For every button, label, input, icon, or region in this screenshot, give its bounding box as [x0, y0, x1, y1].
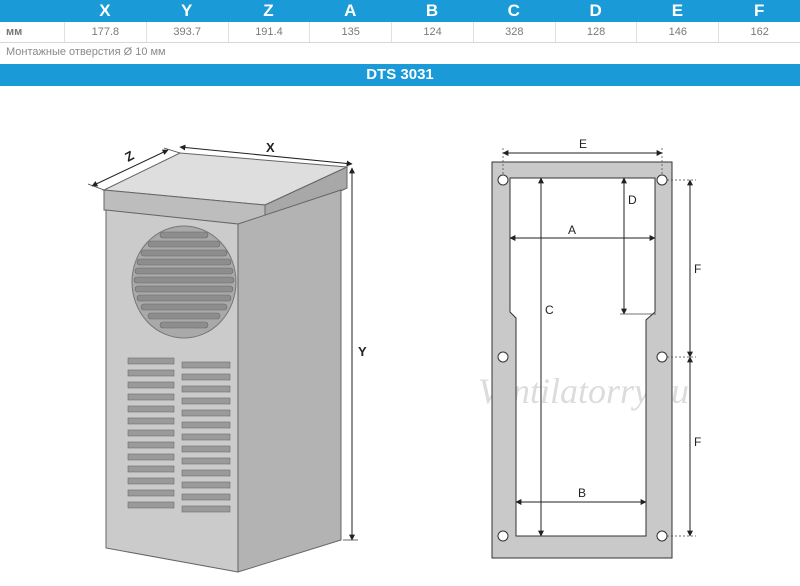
dimension-header-row: X Y Z A B C D E F: [0, 0, 800, 22]
dimension-values-row: мм 177.8 393.7 191.4 135 124 328 128 146…: [0, 22, 800, 43]
dimension-line-z: [91, 149, 169, 187]
panel-frame: [491, 161, 673, 559]
value-b: 124: [391, 22, 473, 42]
label-f-upper: F: [694, 262, 701, 276]
header-cell-a: A: [344, 1, 357, 20]
cabinet-drawing: Z X Y: [87, 140, 367, 573]
header-cell-y: Y: [181, 1, 193, 20]
mounting-hole-top-left: [497, 174, 509, 186]
label-c: C: [545, 303, 554, 317]
value-a: 135: [309, 22, 391, 42]
value-c: 328: [472, 22, 555, 42]
unit-label: мм: [6, 26, 23, 38]
value-f: 162: [718, 22, 800, 42]
header-cell-e: E: [671, 1, 684, 20]
mounting-hole-top-right: [656, 174, 668, 186]
fan-grille-slots: [133, 231, 235, 329]
panel-drawing: E A D C B F F: [491, 137, 701, 559]
header-cell-z: Z: [263, 1, 274, 20]
cabinet-side-face: [237, 189, 342, 573]
model-title-bar: DTS 3031: [0, 64, 800, 86]
header-cell-c: C: [507, 1, 520, 20]
label-d: D: [628, 193, 637, 207]
mounting-holes-note: Монтажные отверстия Ø 10 мм: [6, 46, 166, 58]
mounting-hole-bottom-left: [497, 530, 509, 542]
value-e: 146: [636, 22, 718, 42]
header-cell-b: B: [425, 1, 439, 20]
value-y: 393.7: [145, 22, 228, 42]
label-z: Z: [122, 148, 136, 165]
header-cell-x: X: [99, 1, 111, 20]
header-cell-d: D: [589, 1, 602, 20]
value-x: 177.8: [64, 22, 146, 42]
label-x: X: [266, 140, 275, 155]
label-a: A: [568, 223, 576, 237]
mounting-hole-mid-right: [656, 351, 668, 363]
mounting-hole-bottom-right: [656, 530, 668, 542]
value-d: 128: [554, 22, 637, 42]
dimension-line-x: [179, 144, 353, 167]
label-y: Y: [358, 344, 367, 359]
label-b: B: [578, 486, 586, 500]
label-f-lower: F: [694, 435, 701, 449]
header-cell-f: F: [753, 1, 765, 20]
value-z: 191.4: [227, 22, 310, 42]
mounting-hole-mid-left: [497, 351, 509, 363]
cabinet-louvres: [127, 357, 231, 513]
label-e: E: [579, 137, 587, 151]
